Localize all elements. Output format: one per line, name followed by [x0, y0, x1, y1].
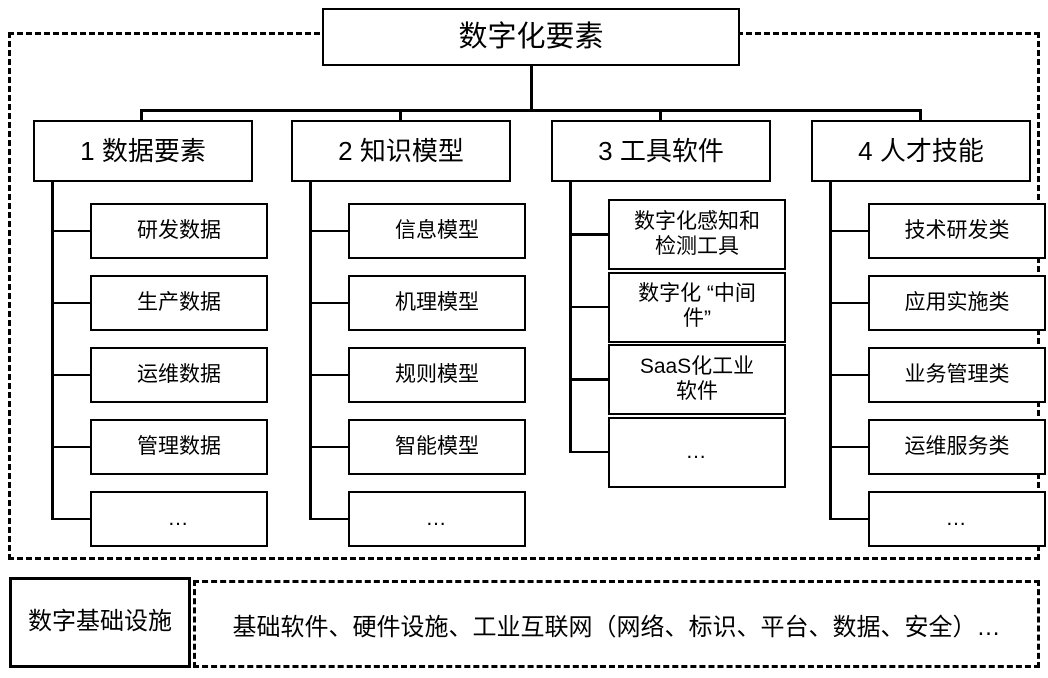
- leaf-node-knowledge-models-1: 信息模型: [348, 203, 526, 259]
- connector-stub-talent-skills-4: [829, 445, 868, 449]
- leaf-node-tool-software-2: 数字化 “中间件”: [608, 271, 786, 343]
- leaf-node-data-elements-3: 运维数据: [90, 347, 268, 403]
- connector-root-to-cat-1: [140, 109, 143, 122]
- leaf-node-tool-software-3: SaaS化工业软件: [608, 344, 786, 415]
- leaf-node-label: …: [945, 506, 969, 530]
- leaf-node-tool-software-1: 数字化感知和检测工具: [608, 199, 786, 270]
- leaf-node-label: 技术研发类: [904, 218, 1010, 242]
- connector-stub-tool-software-4: [569, 450, 608, 454]
- leaf-node-label: 研发数据: [137, 218, 221, 242]
- connector-root-to-cat-3: [659, 109, 662, 122]
- category-header-4: 4 人才技能: [811, 120, 1031, 182]
- connector-stub-data-elements-1: [51, 229, 90, 233]
- connector-stub-knowledge-models-1: [309, 229, 348, 233]
- leaf-node-label: 机理模型: [395, 290, 479, 314]
- leaf-node-label: 规则模型: [395, 362, 479, 386]
- connector-root-stem: [530, 66, 533, 111]
- infrastructure-label: 数字基础设施: [28, 608, 172, 636]
- root-node-digital-elements: 数字化要素: [322, 8, 740, 66]
- category-header-2: 2 知识模型: [291, 120, 511, 182]
- connector-stub-data-elements-2: [51, 301, 90, 305]
- leaf-node-data-elements-4: 管理数据: [90, 419, 268, 475]
- leaf-node-talent-skills-3: 业务管理类: [868, 347, 1046, 403]
- connector-stub-data-elements-5: [51, 517, 90, 521]
- connector-spine-tool-software: [569, 182, 572, 452]
- root-node-label: 数字化要素: [458, 20, 604, 53]
- category-header-3: 3 工具软件: [551, 120, 771, 182]
- category-header-1-label: 1 数据要素: [80, 135, 206, 166]
- leaf-node-label: …: [685, 439, 709, 463]
- leaf-node-label: …: [425, 506, 449, 530]
- leaf-node-talent-skills-2: 应用实施类: [868, 275, 1046, 331]
- leaf-node-knowledge-models-4: 智能模型: [348, 419, 526, 475]
- leaf-node-talent-skills-1: 技术研发类: [868, 203, 1046, 259]
- leaf-node-label: 运维服务类: [904, 434, 1010, 458]
- leaf-node-label: 业务管理类: [904, 362, 1010, 386]
- connector-root-bus: [140, 109, 922, 112]
- leaf-node-label: 数字化 “中间件”: [638, 282, 756, 330]
- leaf-node-label: 运维数据: [137, 362, 221, 386]
- category-header-2-label: 2 知识模型: [338, 135, 464, 166]
- leaf-node-data-elements-5: …: [90, 491, 268, 547]
- leaf-node-knowledge-models-3: 规则模型: [348, 347, 526, 403]
- leaf-node-knowledge-models-2: 机理模型: [348, 275, 526, 331]
- connector-stub-knowledge-models-2: [309, 301, 348, 305]
- leaf-node-knowledge-models-5: …: [348, 491, 526, 547]
- leaf-node-data-elements-1: 研发数据: [90, 203, 268, 259]
- leaf-node-data-elements-2: 生产数据: [90, 275, 268, 331]
- infrastructure-content-bar: 基础软件、硬件设施、工业互联网（网络、标识、平台、数据、安全）…: [193, 580, 1040, 668]
- connector-stub-talent-skills-5: [829, 517, 868, 521]
- connector-spine-data-elements: [51, 182, 54, 519]
- leaf-node-label: 信息模型: [395, 218, 479, 242]
- category-header-1: 1 数据要素: [33, 120, 253, 182]
- leaf-node-label: 数字化感知和检测工具: [634, 209, 760, 258]
- connector-root-to-cat-2: [399, 109, 402, 122]
- category-header-3-label: 3 工具软件: [598, 135, 724, 166]
- connector-stub-knowledge-models-4: [309, 445, 348, 449]
- connector-spine-knowledge-models: [309, 182, 312, 519]
- connector-stub-knowledge-models-3: [309, 373, 348, 377]
- connector-root-to-cat-4: [919, 109, 922, 122]
- leaf-node-label: 生产数据: [137, 290, 221, 314]
- connector-stub-data-elements-3: [51, 373, 90, 377]
- leaf-node-talent-skills-4: 运维服务类: [868, 419, 1046, 475]
- connector-stub-tool-software-3: [569, 378, 608, 381]
- category-header-4-label: 4 人才技能: [858, 135, 984, 166]
- leaf-node-label: SaaS化工业软件: [639, 354, 755, 403]
- leaf-node-label: 管理数据: [137, 434, 221, 458]
- leaf-node-label: 智能模型: [395, 434, 479, 458]
- connector-stub-tool-software-1: [569, 233, 608, 236]
- infrastructure-label-box: 数字基础设施: [9, 577, 191, 668]
- connector-stub-talent-skills-3: [829, 373, 868, 377]
- leaf-node-talent-skills-5: …: [868, 491, 1046, 547]
- connector-spine-talent-skills: [829, 182, 832, 519]
- connector-stub-knowledge-models-5: [309, 517, 348, 521]
- infrastructure-content-text: 基础软件、硬件设施、工业互联网（网络、标识、平台、数据、安全）…: [232, 613, 1001, 641]
- leaf-node-tool-software-4: …: [608, 416, 786, 488]
- connector-stub-data-elements-4: [51, 445, 90, 449]
- connector-stub-talent-skills-1: [829, 229, 868, 233]
- leaf-node-label: …: [167, 506, 191, 530]
- connector-stub-tool-software-2: [569, 305, 608, 309]
- connector-stub-talent-skills-2: [829, 301, 868, 305]
- leaf-node-label: 应用实施类: [904, 290, 1010, 314]
